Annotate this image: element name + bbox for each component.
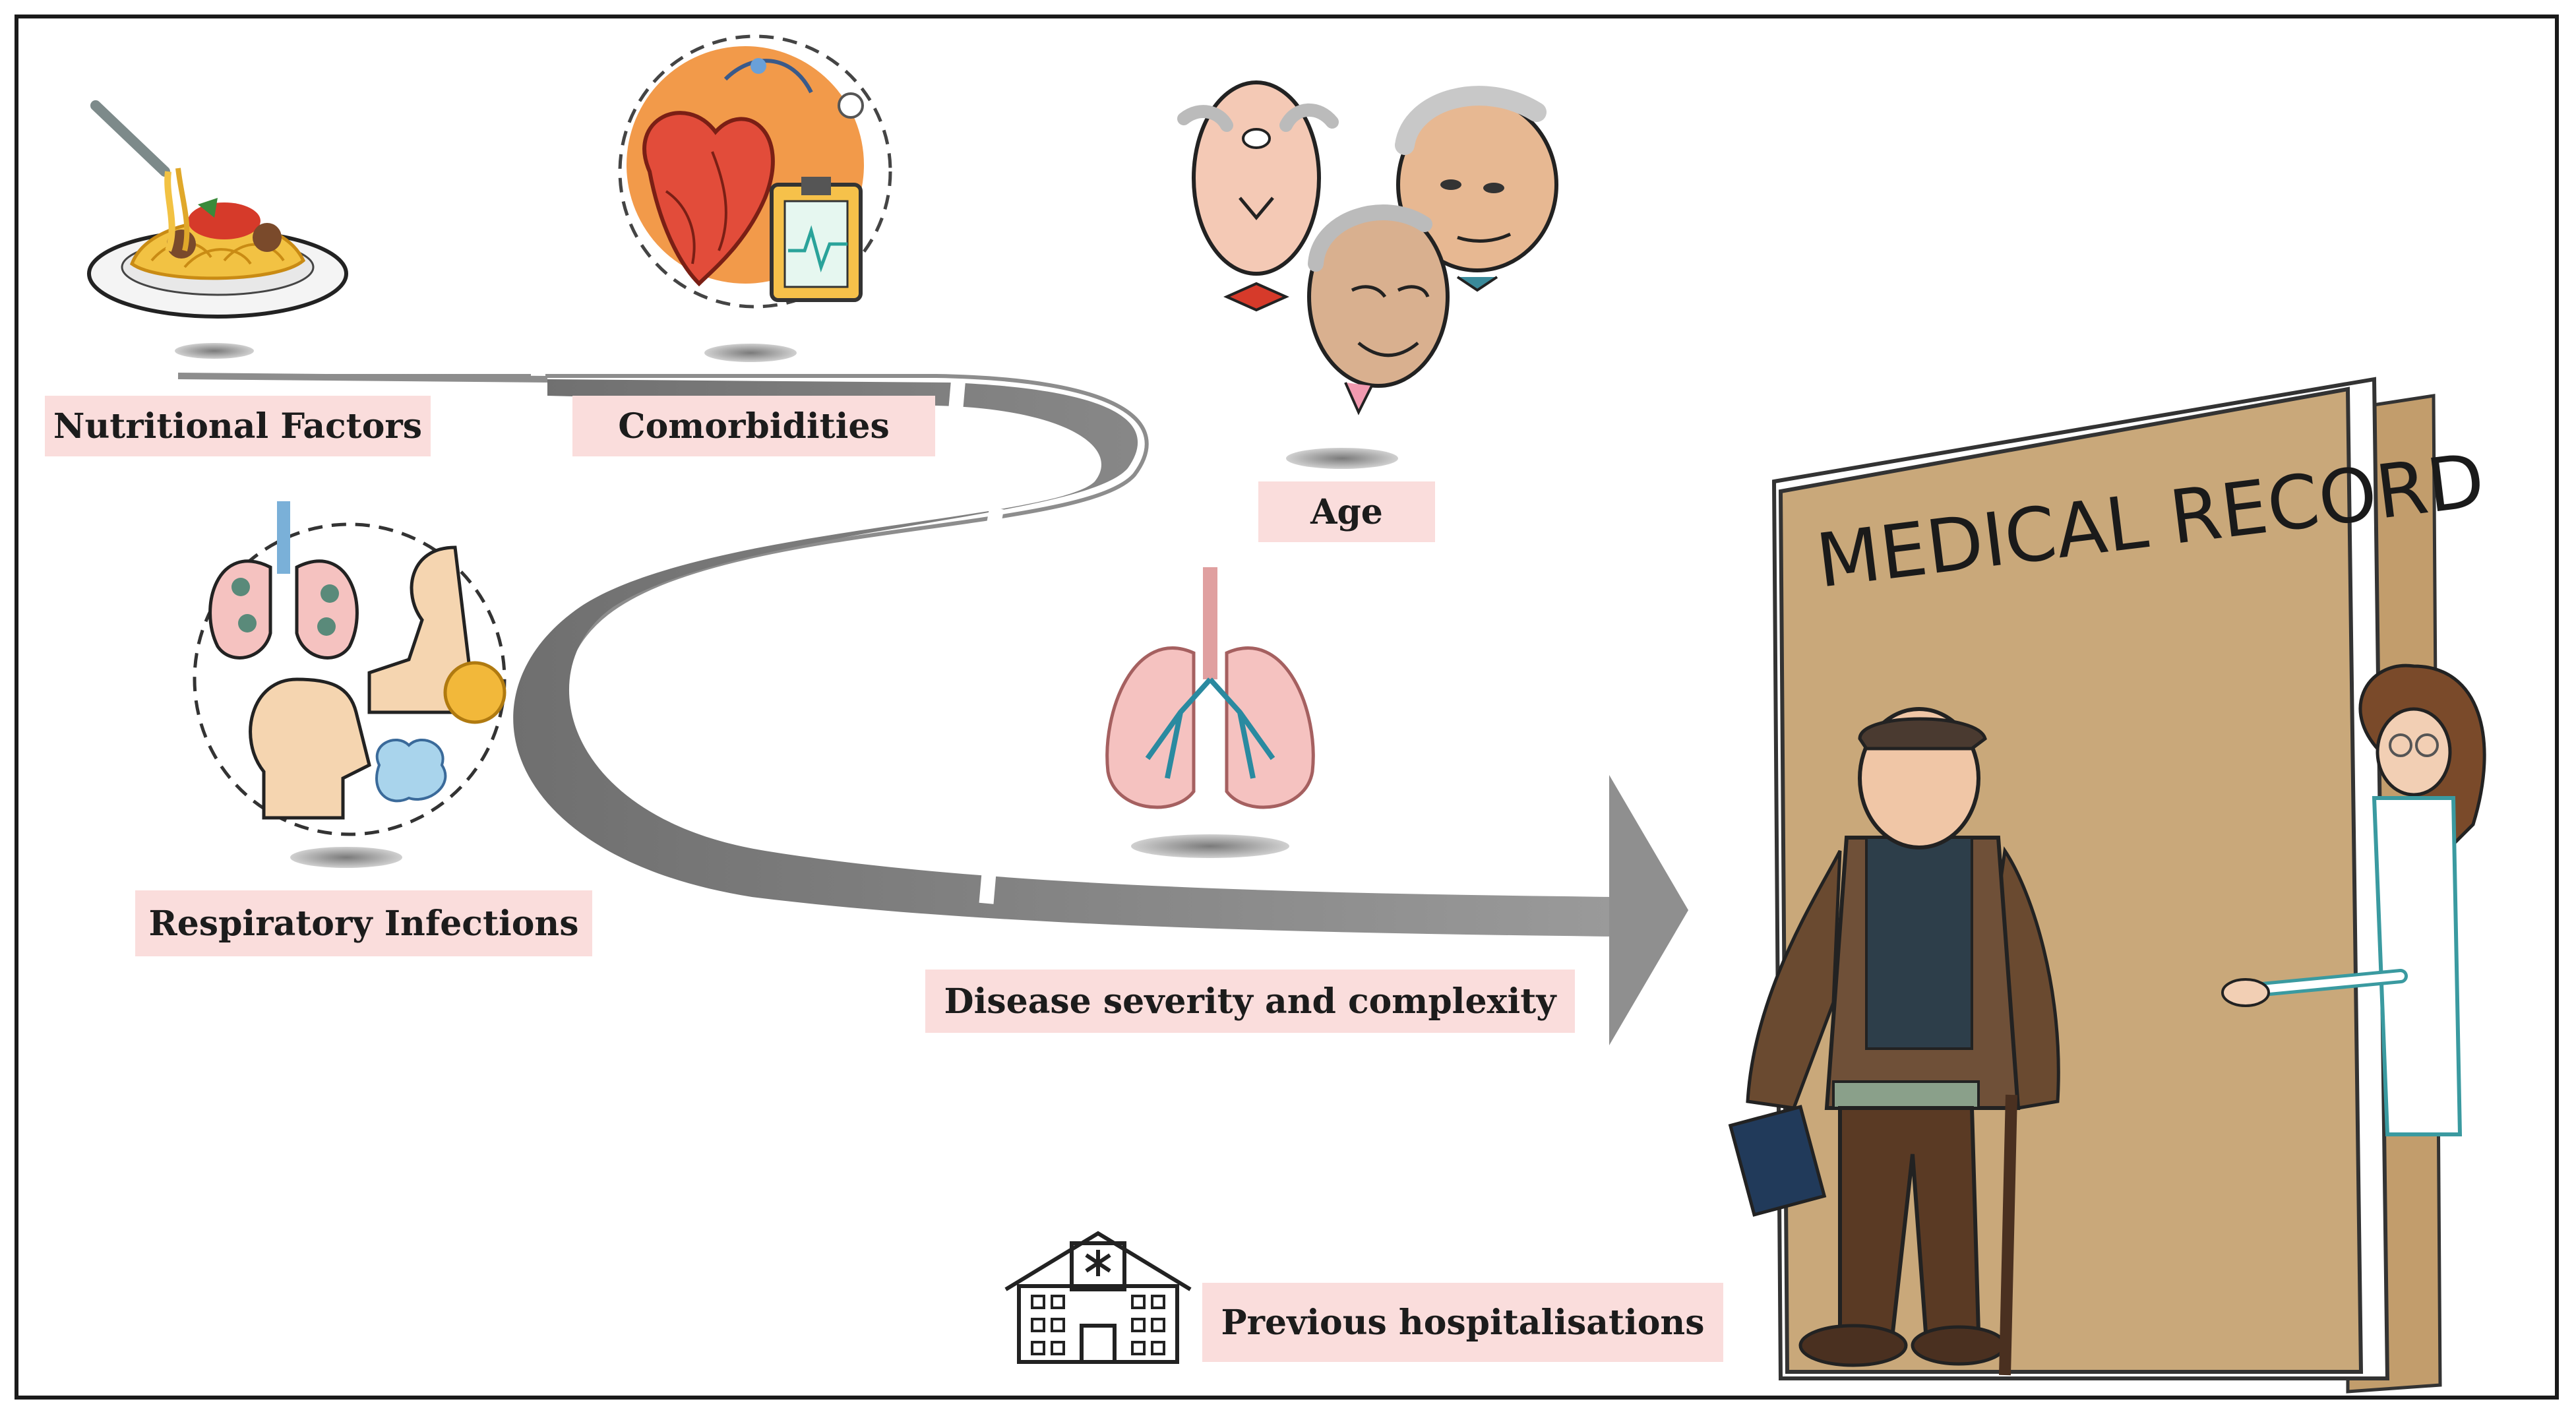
shadow-severity bbox=[1131, 834, 1289, 858]
label-nutritional-factors: Nutritional Factors bbox=[45, 396, 431, 456]
label-comorbidities: Comorbidities bbox=[572, 396, 935, 456]
shadow-comorbidities bbox=[704, 344, 797, 362]
doctor-figure bbox=[2221, 663, 2486, 1136]
shadow-age bbox=[1286, 448, 1398, 469]
hospital-icon bbox=[1004, 1231, 1192, 1364]
lungs-icon bbox=[1105, 567, 1315, 809]
elderly-man-figure bbox=[1728, 707, 2060, 1376]
lungs-infection-icon bbox=[193, 501, 506, 836]
spaghetti-plate-icon bbox=[87, 100, 348, 319]
label-age: Age bbox=[1258, 481, 1435, 542]
winding-path bbox=[177, 369, 1688, 1045]
label-disease-severity: Disease severity and complexity bbox=[925, 970, 1575, 1033]
label-previous-hospitalisations: Previous hospitalisations bbox=[1202, 1283, 1723, 1362]
elderly-faces-icon bbox=[1177, 80, 1558, 416]
arrow-head bbox=[1609, 775, 1688, 1045]
shadow-nutritional bbox=[175, 343, 254, 359]
label-respiratory-infections: Respiratory Infections bbox=[135, 890, 592, 956]
shadow-respiratory bbox=[290, 847, 402, 868]
heart-clipboard-icon bbox=[618, 34, 892, 309]
